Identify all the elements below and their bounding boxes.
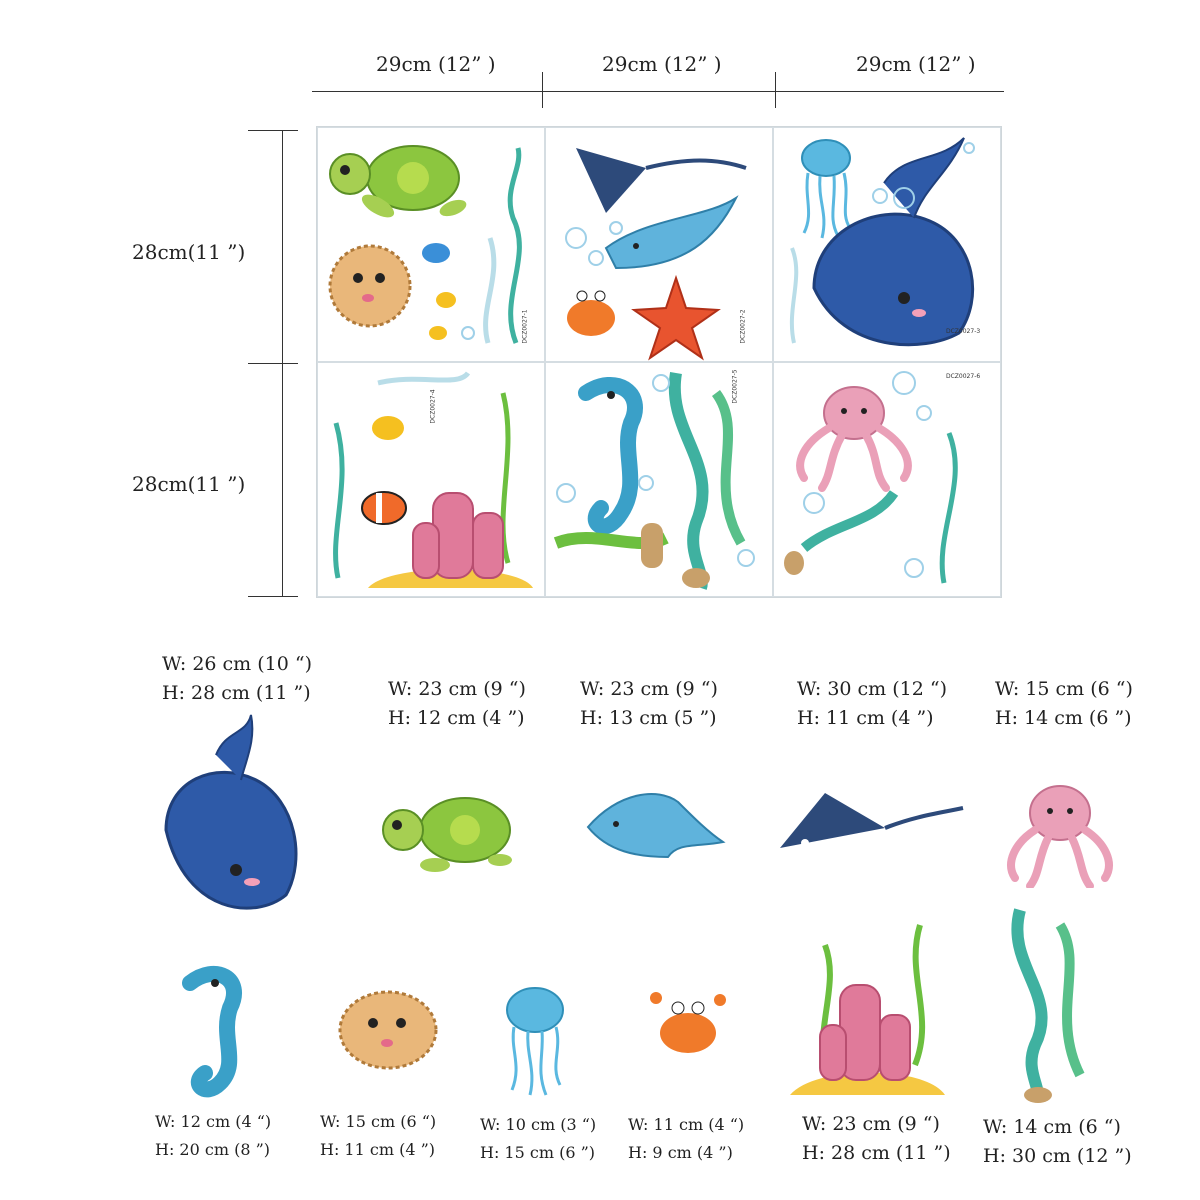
turtle-size-label: W: 23 cm (9 “) H: 12 cm (4 ”) xyxy=(388,675,526,733)
width-ruler-tick xyxy=(775,72,776,108)
dolphin-size-label: W: 23 cm (9 “) H: 13 cm (5 ”) xyxy=(580,675,718,733)
height-ruler-tick xyxy=(248,596,298,597)
bubbles-icon xyxy=(803,371,932,578)
sheet-code: DCZ0027-4 xyxy=(429,389,437,424)
pufferfish-icon xyxy=(338,990,438,1070)
seaweed-icon xyxy=(800,432,958,584)
pufferfish-icon xyxy=(328,244,412,328)
stingray-size-label: W: 30 cm (12 “) H: 11 cm (4 ”) xyxy=(797,675,947,733)
seahorse-icon xyxy=(578,376,643,535)
item-width: W: 12 cm (4 “) xyxy=(155,1112,272,1131)
item-width: W: 10 cm (3 “) xyxy=(480,1115,597,1134)
item-height: H: 28 cm (11 ”) xyxy=(162,682,311,704)
sheet-6-artwork xyxy=(784,371,958,584)
rock-icon xyxy=(784,551,804,575)
sheet-code: DCZ0027-3 xyxy=(946,328,981,335)
jellyfish-icon xyxy=(801,139,852,239)
sticker-sheet-1: DCZ0027-1 xyxy=(317,127,545,362)
pufferfish-size-label: W: 15 cm (6 “) H: 11 cm (4 ”) xyxy=(320,1108,436,1164)
sticker-sheets-grid: DCZ0027-1 DCZ002 xyxy=(316,126,1002,598)
coral-icon xyxy=(368,492,533,588)
item-width: W: 23 cm (9 “) xyxy=(388,678,526,700)
item-width: W: 14 cm (6 “) xyxy=(983,1116,1121,1138)
item-width: W: 15 cm (6 “) xyxy=(995,678,1133,700)
sheet-code: DCZ0027-1 xyxy=(521,309,529,344)
jellyfish-icon xyxy=(506,987,564,1096)
seaweed-icon xyxy=(1011,908,1085,1103)
seahorse-icon xyxy=(182,965,242,1098)
sticker-sheet-5: DCZ0027-5 xyxy=(545,362,773,597)
fish-icon xyxy=(372,416,404,440)
sticker-sheet-6: DCZ0027-6 xyxy=(773,362,1001,597)
seaweed-icon xyxy=(789,247,799,344)
item-height: H: 12 cm (4 ”) xyxy=(388,707,525,729)
sheet-height-label: 28cm(11 ”) xyxy=(132,472,246,496)
item-height: H: 15 cm (6 ”) xyxy=(480,1143,596,1162)
item-width: W: 11 cm (4 “) xyxy=(628,1115,745,1134)
whale-icon xyxy=(812,137,975,347)
clownfish-icon xyxy=(361,491,407,525)
sheet-5-artwork xyxy=(553,372,755,590)
height-ruler-tick xyxy=(248,363,298,364)
rock-icon xyxy=(641,523,710,588)
octopus-size-label: W: 15 cm (6 “) H: 14 cm (6 ”) xyxy=(995,675,1133,733)
jellyfish-size-label: W: 10 cm (3 “) H: 15 cm (6 ”) xyxy=(480,1111,596,1167)
item-height: H: 28 cm (11 ”) xyxy=(802,1142,951,1164)
sheet-4-artwork xyxy=(333,371,533,588)
sheet-code: DCZ0027-6 xyxy=(946,373,981,380)
seaweed-icon xyxy=(333,371,511,579)
stingray-icon xyxy=(780,793,964,848)
octopus-icon xyxy=(796,386,912,492)
stingray-icon xyxy=(576,148,747,213)
crab-size-label: W: 11 cm (4 “) H: 9 cm (4 ”) xyxy=(628,1111,744,1167)
starfish-icon xyxy=(631,274,721,361)
crab-icon xyxy=(567,290,615,336)
sticker-sheet-4: DCZ0027-4 xyxy=(317,362,545,597)
sheet-code: DCZ0027-5 xyxy=(731,369,739,404)
sheet-3-artwork xyxy=(789,137,975,347)
seaweed-icon xyxy=(483,147,522,344)
item-height: H: 20 cm (8 ”) xyxy=(155,1140,271,1159)
sheet-2-artwork xyxy=(565,148,747,361)
octopus-icon xyxy=(1007,785,1113,888)
crab-icon xyxy=(650,992,726,1053)
item-width: W: 30 cm (12 “) xyxy=(797,678,947,700)
bubble-icon xyxy=(461,326,475,340)
seaweed-size-label: W: 14 cm (6 “) H: 30 cm (12 ”) xyxy=(983,1113,1132,1171)
sheet-width-label: 29cm (12” ) xyxy=(376,52,496,76)
seahorse-size-label: W: 12 cm (4 “) H: 20 cm (8 ”) xyxy=(155,1108,271,1164)
item-width: W: 26 cm (10 “) xyxy=(162,653,312,675)
turtle-icon xyxy=(382,797,512,872)
sheet-width-label: 29cm (12” ) xyxy=(856,52,976,76)
coral-size-label: W: 23 cm (9 “) H: 28 cm (11 ”) xyxy=(802,1110,951,1168)
item-height: H: 13 cm (5 ”) xyxy=(580,707,717,729)
height-ruler-tick xyxy=(248,130,298,131)
dolphin-icon xyxy=(586,793,726,859)
width-ruler-tick xyxy=(542,72,543,108)
dolphin-icon xyxy=(604,195,739,270)
sticker-sheet-3: DCZ0027-3 xyxy=(773,127,1001,362)
whale-size-label: W: 26 cm (10 “) H: 28 cm (11 ”) xyxy=(162,650,312,708)
item-width: W: 15 cm (6 “) xyxy=(320,1112,437,1131)
sheet-code: DCZ0027-2 xyxy=(739,309,747,344)
bubbles-icon xyxy=(565,221,623,266)
fish-icon xyxy=(422,243,456,340)
item-width: W: 23 cm (9 “) xyxy=(802,1113,940,1135)
item-width: W: 23 cm (9 “) xyxy=(580,678,718,700)
bubbles-icon xyxy=(872,142,975,209)
coral-icon xyxy=(790,924,945,1095)
width-ruler-line xyxy=(312,91,1004,92)
sticker-sheet-2: DCZ0027-2 xyxy=(545,127,773,362)
item-height: H: 9 cm (4 ”) xyxy=(628,1143,733,1162)
sheet-1-artwork xyxy=(328,145,522,344)
sheet-height-label: 28cm(11 ”) xyxy=(132,240,246,264)
bubbles-icon xyxy=(556,374,755,567)
item-height: H: 30 cm (12 ”) xyxy=(983,1145,1132,1167)
sheet-width-label: 29cm (12” ) xyxy=(602,52,722,76)
whale-icon xyxy=(164,714,298,910)
item-height: H: 11 cm (4 ”) xyxy=(797,707,934,729)
item-height: H: 11 cm (4 ”) xyxy=(320,1140,436,1159)
item-height: H: 14 cm (6 ”) xyxy=(995,707,1132,729)
turtle-icon xyxy=(329,145,467,218)
